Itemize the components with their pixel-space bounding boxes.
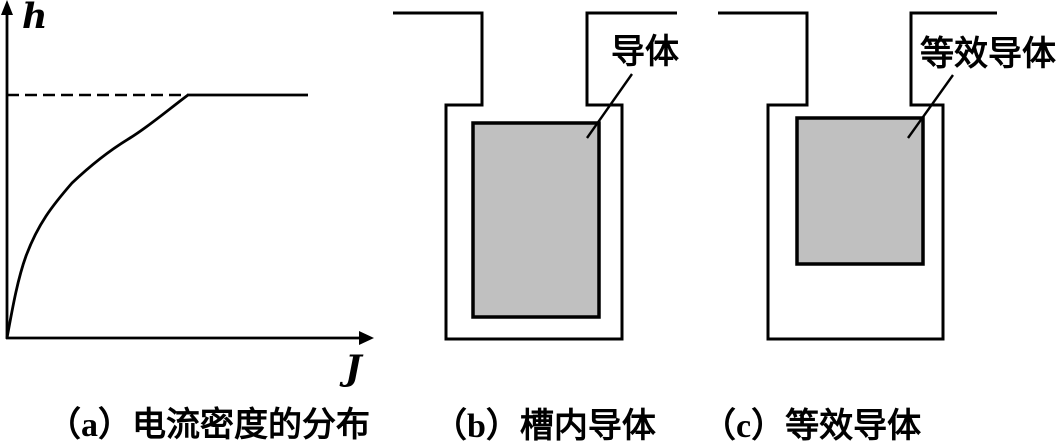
panel-a: h J （a）电流密度的分布: [1, 0, 374, 443]
panel-b: 导体 （b）槽内导体: [393, 11, 679, 443]
slot-outline: [718, 11, 997, 341]
x-axis-arrowhead-icon: [359, 331, 374, 345]
caption-panel-a: （a）电流密度的分布: [47, 405, 370, 443]
y-axis-label: h: [22, 0, 47, 37]
equivalent-conductor-rect: [795, 116, 925, 266]
equivalent-conductor-leader-line: [907, 74, 954, 139]
conductor-leader-line: [586, 73, 633, 139]
caption-panel-c: （c）等效导体: [702, 406, 921, 443]
panel-c: 等效导体 （c）等效导体: [702, 11, 1056, 443]
conductor-label: 导体: [611, 33, 679, 71]
y-axis-arrowhead-icon: [1, 0, 13, 15]
x-axis-label: J: [339, 348, 364, 389]
conductor-rect: [471, 121, 601, 319]
current-density-curve: [5, 93, 308, 339]
caption-panel-b: （b）槽内导体: [433, 406, 656, 443]
slot-outline: [393, 11, 677, 341]
equivalent-conductor-label: 等效导体: [920, 35, 1056, 73]
